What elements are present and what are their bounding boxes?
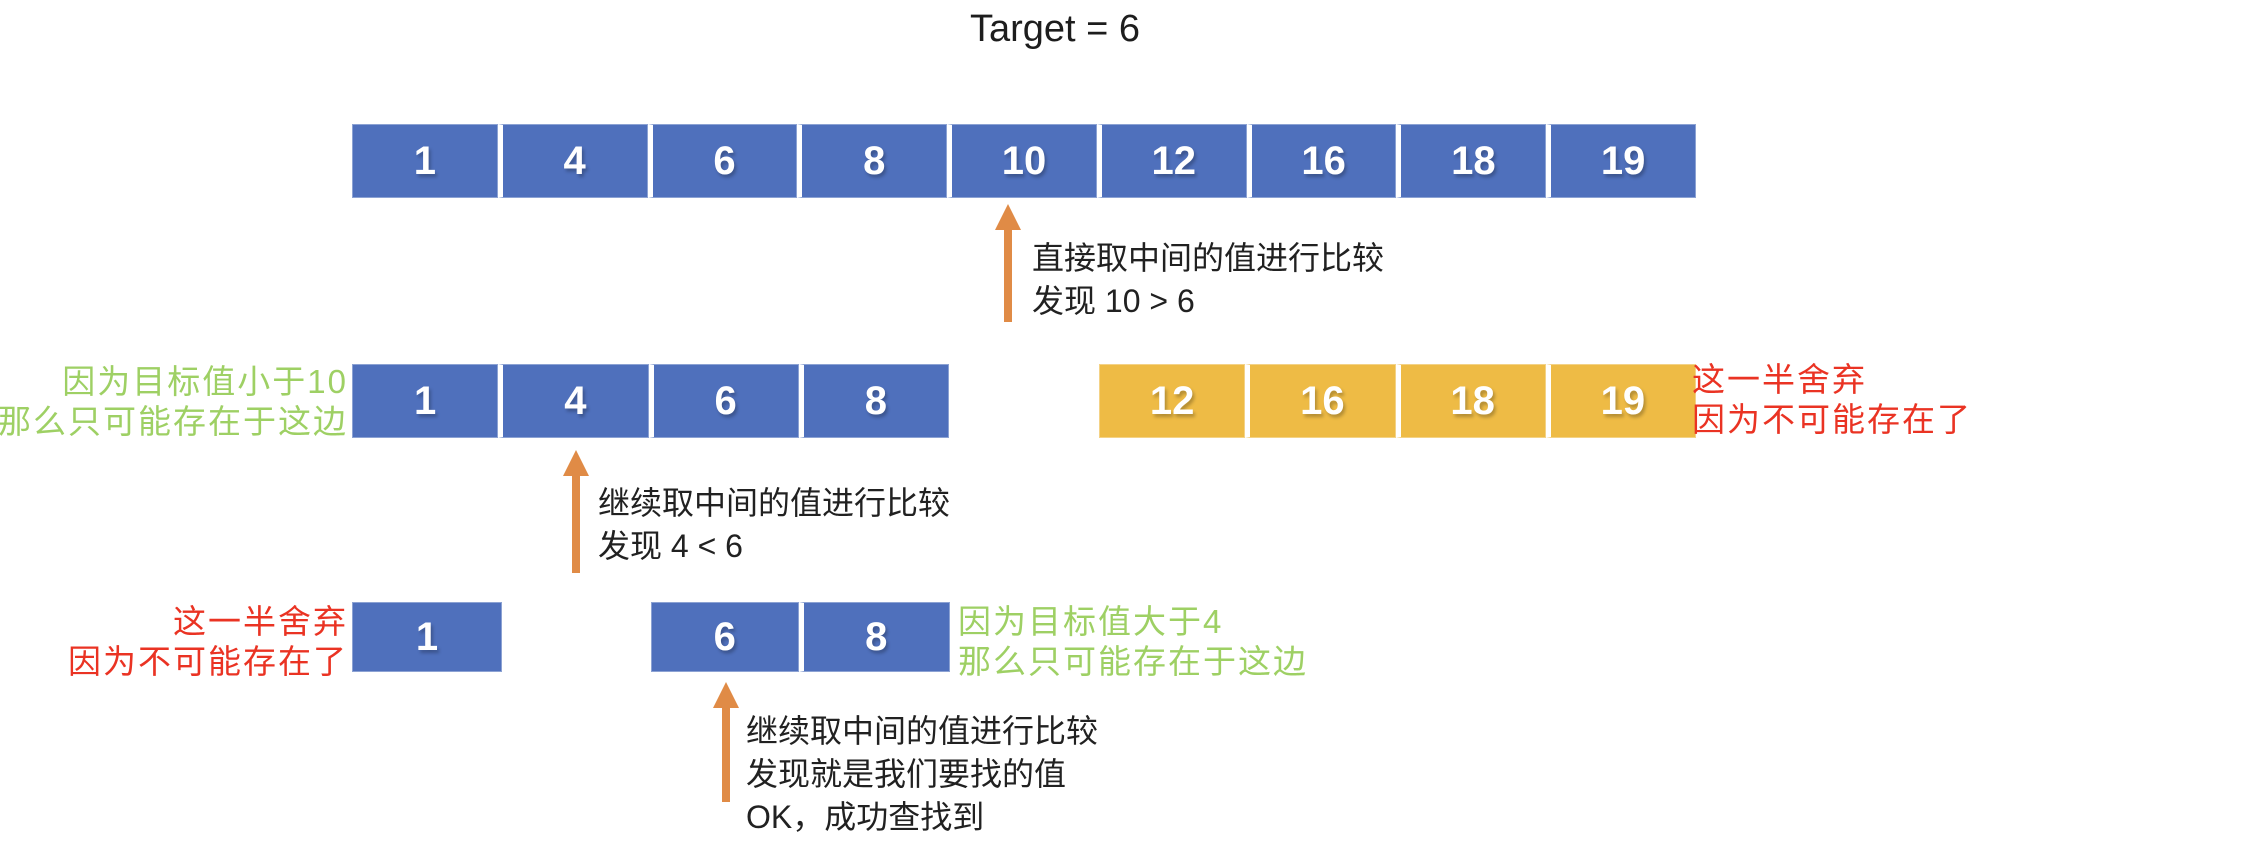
up-arrow-icon (995, 204, 1021, 322)
discard-left-note-line2: 因为不可能存在了 (68, 643, 348, 680)
keep-right-note: 因为目标值大于4 那么只可能存在于这边 (958, 602, 1308, 682)
keep-right-note-line1: 因为目标值大于4 (958, 603, 1224, 640)
array-cell: 1 (352, 124, 498, 198)
keep-left-note-line2: 那么只可能存在于这边 (0, 403, 348, 440)
step2-note-line1: 继续取中间的值进行比较 (598, 485, 951, 521)
array-cell: 6 (648, 364, 799, 438)
array-cell: 16 (1246, 124, 1397, 198)
array-cell: 12 (1099, 364, 1246, 438)
arrow-head (713, 682, 739, 708)
discard-left-note: 这一半舍弃 因为不可能存在了 (68, 602, 348, 682)
array-cell: 10 (947, 124, 1097, 198)
array-cell: 18 (1396, 124, 1547, 198)
keep-left-note: 因为目标值小于10 那么只可能存在于这边 (0, 362, 348, 442)
step3-note-line2: 发现就是我们要找的值 (746, 756, 1067, 792)
array-cell: 1 (352, 602, 502, 672)
up-arrow-icon (713, 682, 739, 802)
discard-left-note-line1: 这一半舍弃 (173, 603, 348, 640)
arrow-shaft (1004, 230, 1012, 322)
discard-right-note-line2: 因为不可能存在了 (1692, 401, 1972, 438)
arrow-head (995, 204, 1021, 230)
slide-title: Target = 6 (969, 8, 1141, 50)
step1-note-line2: 发现 10 > 6 (1032, 283, 1195, 319)
step1-note: 直接取中间的值进行比较 发现 10 > 6 (1032, 237, 1384, 323)
step3-note-line1: 继续取中间的值进行比较 (746, 713, 1099, 749)
arrow-head (563, 450, 589, 476)
step2-note: 继续取中间的值进行比较 发现 4 < 6 (598, 482, 950, 568)
discard-right-note: 这一半舍弃 因为不可能存在了 (1692, 360, 1972, 440)
up-arrow-icon (563, 450, 589, 573)
array-cell: 19 (1546, 124, 1697, 198)
step1-note-line1: 直接取中间的值进行比较 (1032, 240, 1385, 276)
discard-right-note-line1: 这一半舍弃 (1692, 361, 1867, 398)
array-cell: 1 (352, 364, 499, 438)
array-cell: 18 (1395, 364, 1546, 438)
array-cell: 6 (647, 124, 798, 198)
array-cell: 4 (498, 364, 649, 438)
step2-note-line2: 发现 4 < 6 (598, 528, 743, 564)
array-cell: 8 (797, 124, 948, 198)
array-cell: 8 (798, 364, 949, 438)
keep-right-note-line2: 那么只可能存在于这边 (958, 643, 1308, 680)
keep-left-note-line1: 因为目标值小于10 (62, 363, 348, 400)
array-cell: 12 (1096, 124, 1247, 198)
array-cell: 16 (1245, 364, 1396, 438)
step3-note: 继续取中间的值进行比较 发现就是我们要找的值 OK，成功查找到 (746, 710, 1098, 839)
array-cell: 6 (651, 602, 799, 672)
step3-note-line3: OK，成功查找到 (746, 799, 985, 835)
array-cell: 4 (497, 124, 648, 198)
array-cell: 8 (798, 602, 950, 672)
array-cell: 19 (1545, 364, 1696, 438)
array-row-discarded-left: 1 (352, 602, 502, 672)
arrow-shaft (722, 708, 730, 802)
arrow-shaft (572, 476, 580, 573)
